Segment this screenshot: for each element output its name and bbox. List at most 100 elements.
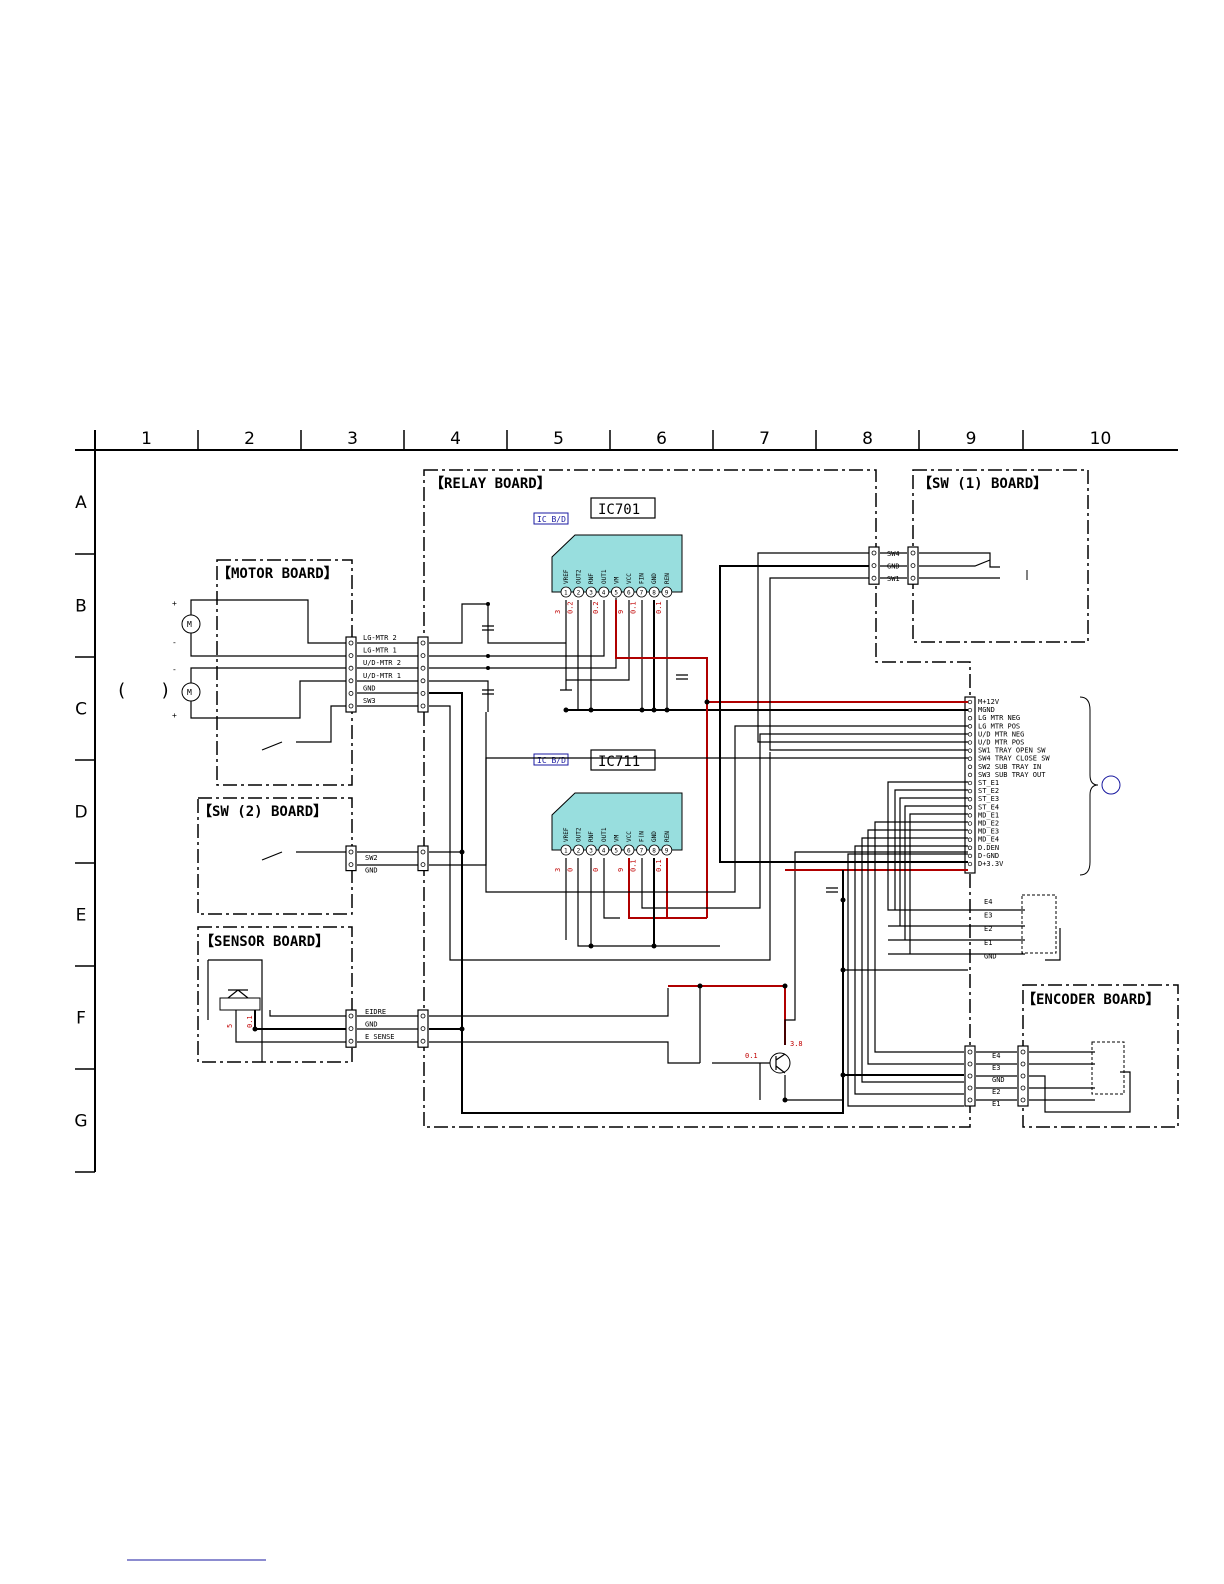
voltage-label: 3 bbox=[554, 868, 562, 872]
signal-label: LG MTR POS bbox=[978, 722, 1020, 730]
relay-sw1-connector bbox=[868, 546, 880, 585]
svg-text:3: 3 bbox=[589, 848, 593, 855]
ic-pin-name: RNF bbox=[588, 573, 595, 584]
relay-sw2-connector bbox=[417, 845, 429, 872]
signal-label: SW4 TRAY CLOSE SW bbox=[978, 755, 1050, 763]
relay-left-connector bbox=[417, 636, 429, 713]
svg-text:3: 3 bbox=[589, 590, 593, 597]
signal-label: D.DEN bbox=[978, 844, 999, 852]
voltage-label: 3 bbox=[554, 610, 562, 614]
ic-pin-name: OUT1 bbox=[601, 569, 608, 584]
ic701-badge-text: IC B/D bbox=[537, 515, 566, 524]
sensor-board-title: 【SENSOR BOARD】 bbox=[200, 934, 329, 950]
svg-text:(: ( bbox=[116, 680, 127, 701]
transistor-symbol bbox=[769, 1052, 791, 1074]
svg-text:2: 2 bbox=[577, 848, 581, 855]
ic-pin bbox=[560, 586, 572, 598]
signal-label: GND bbox=[984, 952, 997, 960]
sw2-board-title: 【SW (2) BOARD】 bbox=[198, 804, 327, 820]
ic711: IC711 IC B/D 1VREF2OUT23RNF4OUT15VM6VCC7… bbox=[533, 749, 683, 872]
sw1-connector bbox=[907, 546, 919, 585]
svg-text:1: 1 bbox=[564, 590, 568, 597]
signal-label: ST_E4 bbox=[978, 803, 999, 811]
ic-pin bbox=[636, 844, 647, 856]
signal-label: LG-MTR 2 bbox=[363, 634, 397, 642]
signal-label: E SENSE bbox=[365, 1033, 395, 1041]
signal-label: MD_E4 bbox=[978, 836, 999, 844]
encoder-board-outline bbox=[1022, 984, 1179, 1128]
signal-label: E4 bbox=[984, 898, 992, 906]
ic-pin-name: VM bbox=[613, 834, 620, 842]
ic-pin bbox=[598, 844, 610, 856]
signal-label: U/D-MTR 2 bbox=[363, 659, 401, 667]
sensor-board-outline bbox=[197, 926, 353, 1063]
row-label: A bbox=[75, 493, 87, 513]
column-label: 4 bbox=[450, 429, 461, 449]
sw2-connector bbox=[345, 845, 357, 872]
signal-label: E2 bbox=[984, 925, 992, 933]
column-label: 3 bbox=[347, 429, 358, 449]
ic711-badge bbox=[533, 753, 569, 766]
signal-label: SW2 bbox=[365, 854, 378, 862]
ic-pin-name: REN bbox=[664, 573, 671, 584]
signal-label: ST_E3 bbox=[978, 795, 999, 803]
voltage-label: 0.2 bbox=[567, 601, 575, 614]
svg-text:4: 4 bbox=[602, 848, 606, 855]
connector-brace bbox=[1079, 696, 1099, 876]
svg-text:-: - bbox=[172, 665, 177, 674]
svg-text:9: 9 bbox=[665, 848, 669, 855]
ic-pin bbox=[623, 586, 635, 598]
voltage-label: 0.1 bbox=[630, 601, 638, 614]
ic-pin bbox=[560, 844, 572, 856]
connectors bbox=[345, 546, 1029, 1107]
encoder-connector bbox=[1017, 1045, 1029, 1107]
ic-pin-name: VREF bbox=[563, 569, 570, 584]
ic-pin bbox=[648, 586, 660, 598]
signal-label: GND bbox=[992, 1076, 1005, 1084]
relay-sensor-connector bbox=[417, 1009, 429, 1048]
signal-label: GND bbox=[887, 563, 900, 571]
row-label: D bbox=[74, 803, 87, 823]
svg-text:4: 4 bbox=[602, 590, 606, 597]
row-label: G bbox=[74, 1112, 87, 1132]
signal-label: EIDRE bbox=[365, 1008, 386, 1016]
svg-text:+: + bbox=[172, 711, 177, 720]
ic-pin bbox=[623, 844, 635, 856]
main-connector bbox=[964, 696, 976, 874]
svg-text:8: 8 bbox=[652, 848, 656, 855]
signal-label: ST_E2 bbox=[978, 787, 999, 795]
svg-text:1: 1 bbox=[564, 848, 568, 855]
row-dividers bbox=[75, 553, 95, 1173]
ic-pin bbox=[661, 844, 673, 856]
wiring bbox=[207, 552, 1131, 1114]
ic701-badge bbox=[533, 512, 569, 525]
svg-text:2: 2 bbox=[577, 590, 581, 597]
signal-label: D+3.3V bbox=[978, 860, 1004, 868]
ic701: IC701 IC B/D 1VREF2OUT23RNF4OUT15VM6VCC7… bbox=[533, 497, 683, 614]
signal-label: MD_E3 bbox=[978, 828, 999, 836]
ic701-label-box bbox=[590, 497, 656, 519]
ic-pin-name: OUT2 bbox=[576, 569, 583, 584]
svg-text:7: 7 bbox=[640, 590, 644, 597]
signal-label: E1 bbox=[984, 939, 992, 947]
row-label: E bbox=[76, 906, 87, 926]
signal-label: U/D MTR POS bbox=[978, 739, 1024, 747]
ic701-name: IC701 bbox=[598, 502, 640, 518]
ic-pin-name: VREF bbox=[563, 827, 570, 842]
voltage-label: 0.1 bbox=[655, 859, 663, 872]
ic-pin bbox=[573, 586, 584, 598]
ic-pin-name: VM bbox=[613, 576, 620, 584]
ic711-label-box bbox=[590, 749, 656, 771]
signal-label: U/D MTR NEG bbox=[978, 730, 1024, 738]
svg-text:M: M bbox=[187, 688, 192, 697]
signal-label: GND bbox=[365, 1021, 378, 1029]
signal-label: MGND bbox=[978, 706, 995, 714]
signal-label: E4 bbox=[992, 1052, 1000, 1060]
signal-label: D-GND bbox=[978, 852, 999, 860]
signal-label: LG MTR NEG bbox=[978, 714, 1020, 722]
row-label: C bbox=[75, 700, 87, 720]
encoder-switch-box-2 bbox=[1091, 1041, 1125, 1095]
column-label: 7 bbox=[759, 429, 770, 449]
signal-label: U/D-MTR 1 bbox=[363, 672, 401, 680]
